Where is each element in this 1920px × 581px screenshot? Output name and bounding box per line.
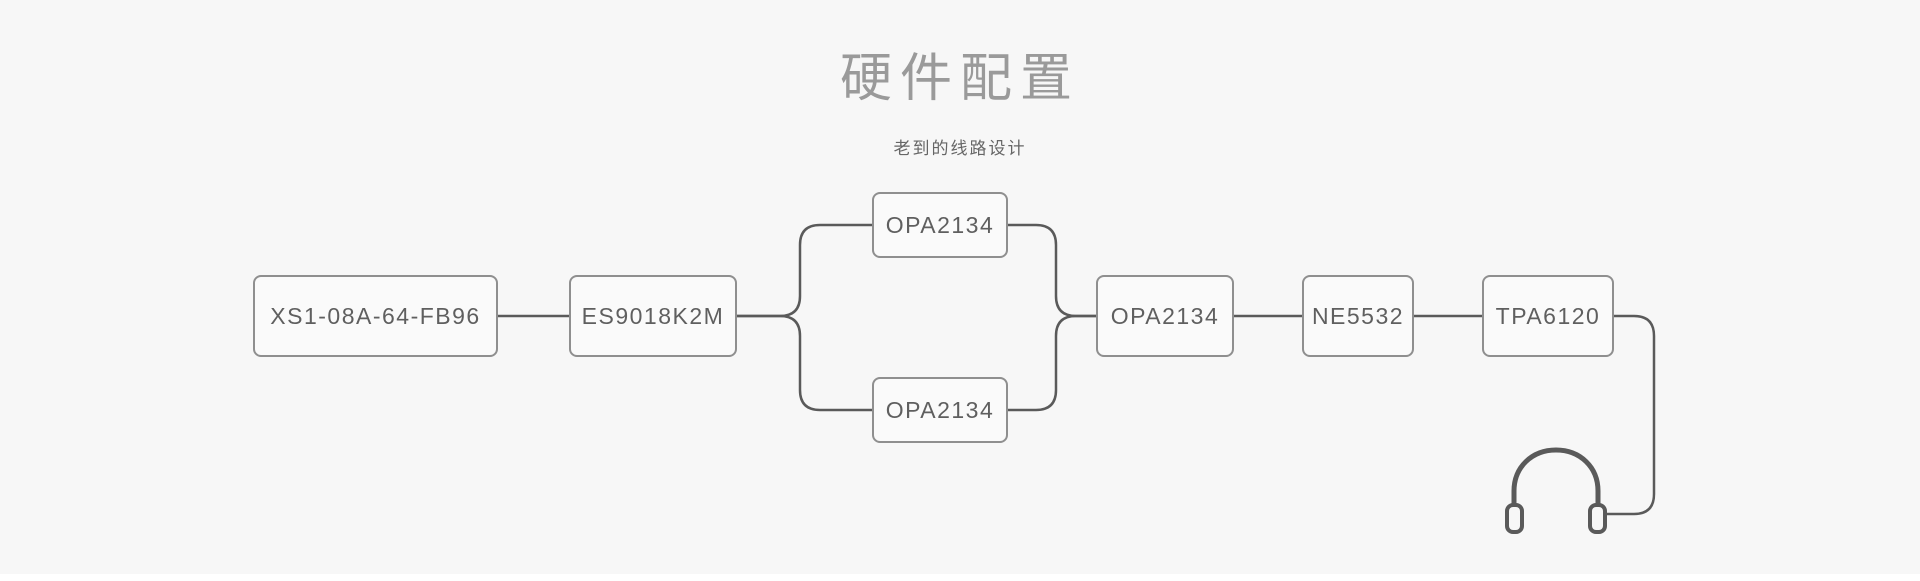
headphones-icon <box>1505 447 1607 534</box>
node-xs1-08a-64-fb96: XS1-08A-64-FB96 <box>253 275 498 357</box>
node-tpa6120: TPA6120 <box>1482 275 1614 357</box>
headphones-band <box>1511 447 1601 516</box>
section-divider <box>0 574 1920 581</box>
wire-merge-bottom <box>1008 314 1096 412</box>
node-opa2134-top: OPA2134 <box>872 192 1008 258</box>
node-opa2134-main: OPA2134 <box>1096 275 1234 357</box>
node-opa2134-bottom: OPA2134 <box>872 377 1008 443</box>
headphones-right-cup <box>1588 503 1607 534</box>
node-es9018k2m: ES9018K2M <box>569 275 737 357</box>
wire-fork-up <box>737 223 872 318</box>
page-subtitle: 老到的线路设计 <box>893 139 1027 158</box>
headphones-left-cup <box>1505 503 1524 534</box>
node-ne5532: NE5532 <box>1302 275 1414 357</box>
wire-merge-top <box>1008 223 1096 318</box>
wire-fork-down <box>737 314 872 412</box>
page-title: 硬件配置 <box>839 50 1080 108</box>
